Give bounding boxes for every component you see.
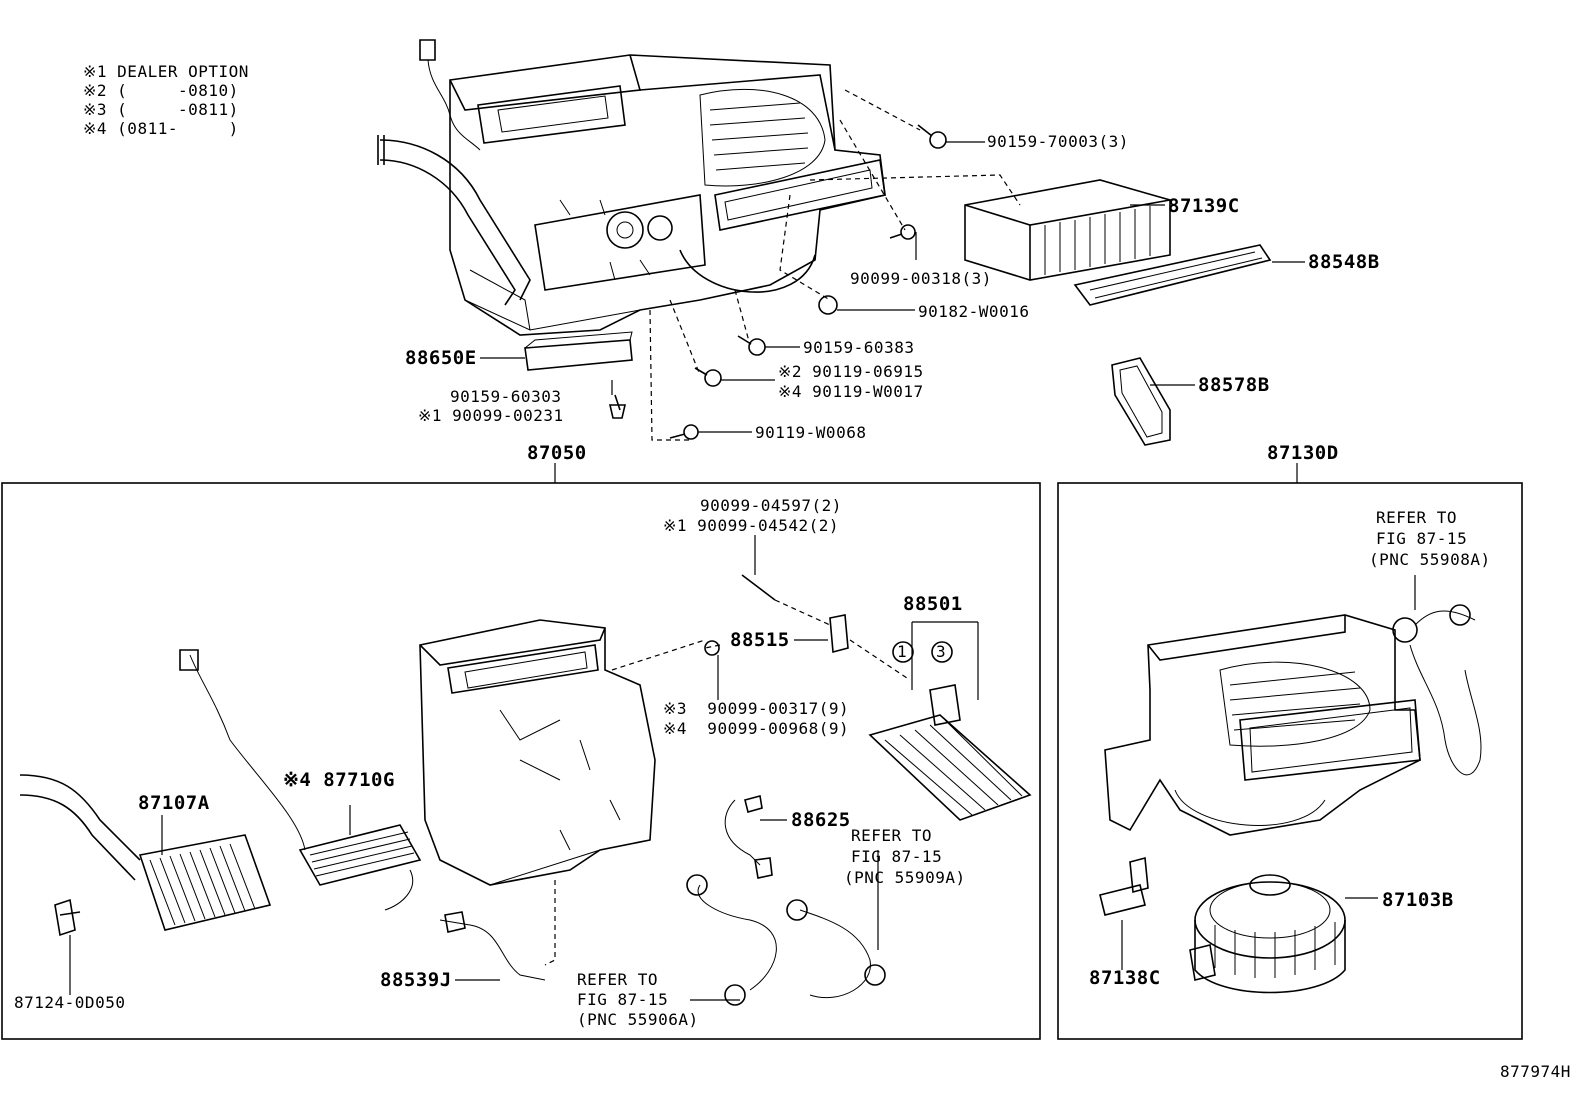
legend-note-2: ※2 ( -0810) [83,81,239,100]
leaders-87130D [1121,575,1416,970]
part-label-87139C[interactable]: 87139C [1168,195,1240,217]
legend-note-3: ※3 ( -0811) [83,100,239,119]
part-label-88625[interactable]: 88625 [791,809,851,831]
blower-unit-drawing [1104,614,1421,836]
part-label-87138C[interactable]: 87138C [1089,967,1161,989]
part-label-90159-60303[interactable]: 90159-60303 [450,387,562,406]
part-label-90099-00968[interactable]: ※4 90099-00968(9) [663,719,850,738]
leaders-upper [480,89,1305,441]
group-title-87050[interactable]: 87050 [527,442,587,464]
legend-note-4: ※4 (0811- ) [83,119,239,138]
seal-88578B-drawing [1111,357,1171,446]
refer-note-55908A-line2: FIG 87-15 [1376,529,1468,548]
leaders-87050 [69,535,979,1001]
part-label-90119-W0068[interactable]: 90119-W0068 [755,423,867,442]
clip-87124-drawing [54,898,81,937]
part-label-88578B[interactable]: 88578B [1198,374,1270,396]
part-label-88548B[interactable]: 88548B [1308,251,1380,273]
refer-note-55908A-line1: REFER TO [1376,508,1458,527]
refer-note-55908A-line3[interactable]: (PNC 55908A) [1369,550,1491,569]
heater-unit-drawing [419,619,656,966]
evaporator-drawing [868,684,1032,821]
refer-note-55906A-line3[interactable]: (PNC 55906A) [577,1010,699,1029]
refer-note-55906A-line1: REFER TO [577,970,659,989]
wiring-sensors-drawing [439,795,886,1006]
group-87130D-frame [1057,482,1523,1040]
blower-wiring-drawing [1392,604,1482,776]
group-87050-frame [1,482,1041,1040]
filter-cover-drawing [1073,244,1272,306]
heater-core-87107A-drawing [19,774,272,931]
part-label-90119-W0017[interactable]: ※4 90119-W0017 [778,382,924,401]
legend-note-1: ※1 DEALER OPTION [83,62,249,81]
circled-ref-3: 3 [936,642,947,661]
part-label-88515[interactable]: 88515 [730,629,790,651]
refer-note-55906A-line2: FIG 87-15 [577,990,669,1009]
circled-ref-1: 1 [897,642,908,661]
filter-element-drawing [964,179,1171,281]
part-label-90159-70003[interactable]: 90159-70003(3) [987,132,1129,151]
part-label-87107A[interactable]: 87107A [138,792,210,814]
part-label-90182-W0016[interactable]: 90182-W0016 [918,302,1030,321]
blower-motor-87103B-drawing [1189,874,1346,994]
part-label-90099-00318[interactable]: 90099-00318(3) [850,269,992,288]
resistor-87138C-drawing [1099,856,1149,916]
part-label-90099-00317[interactable]: ※3 90099-00317(9) [663,699,850,718]
part-label-90099-04542[interactable]: ※1 90099-04542(2) [663,516,840,535]
part-label-87710G[interactable]: ※4 87710G [283,769,395,791]
refer-note-55909A-line2: FIG 87-15 [851,847,943,866]
part-label-88539J[interactable]: 88539J [380,969,452,991]
refer-note-55909A-line1: REFER TO [851,826,933,845]
screws-upper-drawing [608,124,947,440]
heater-assembly-drawing [377,39,886,336]
group-title-87130D[interactable]: 87130D [1267,442,1339,464]
amplifier-88650E-drawing [524,331,633,371]
expansion-valve-drawing [704,574,849,656]
refer-note-55909A-line3[interactable]: (PNC 55909A) [844,868,966,887]
part-label-90099-00231[interactable]: ※1 90099-00231 [418,406,564,425]
part-label-88650E[interactable]: 88650E [405,347,477,369]
part-label-90099-04597[interactable]: 90099-04597(2) [700,496,842,515]
part-label-87103B[interactable]: 87103B [1382,889,1454,911]
part-label-88501[interactable]: 88501 [903,593,963,615]
part-label-90159-60383[interactable]: 90159-60383 [803,338,915,357]
part-label-90119-06915[interactable]: ※2 90119-06915 [778,362,924,381]
ptc-heater-87710G-drawing [179,649,422,911]
figure-id: 877974H [1500,1062,1571,1081]
part-label-87124-0D050[interactable]: 87124-0D050 [14,993,126,1012]
